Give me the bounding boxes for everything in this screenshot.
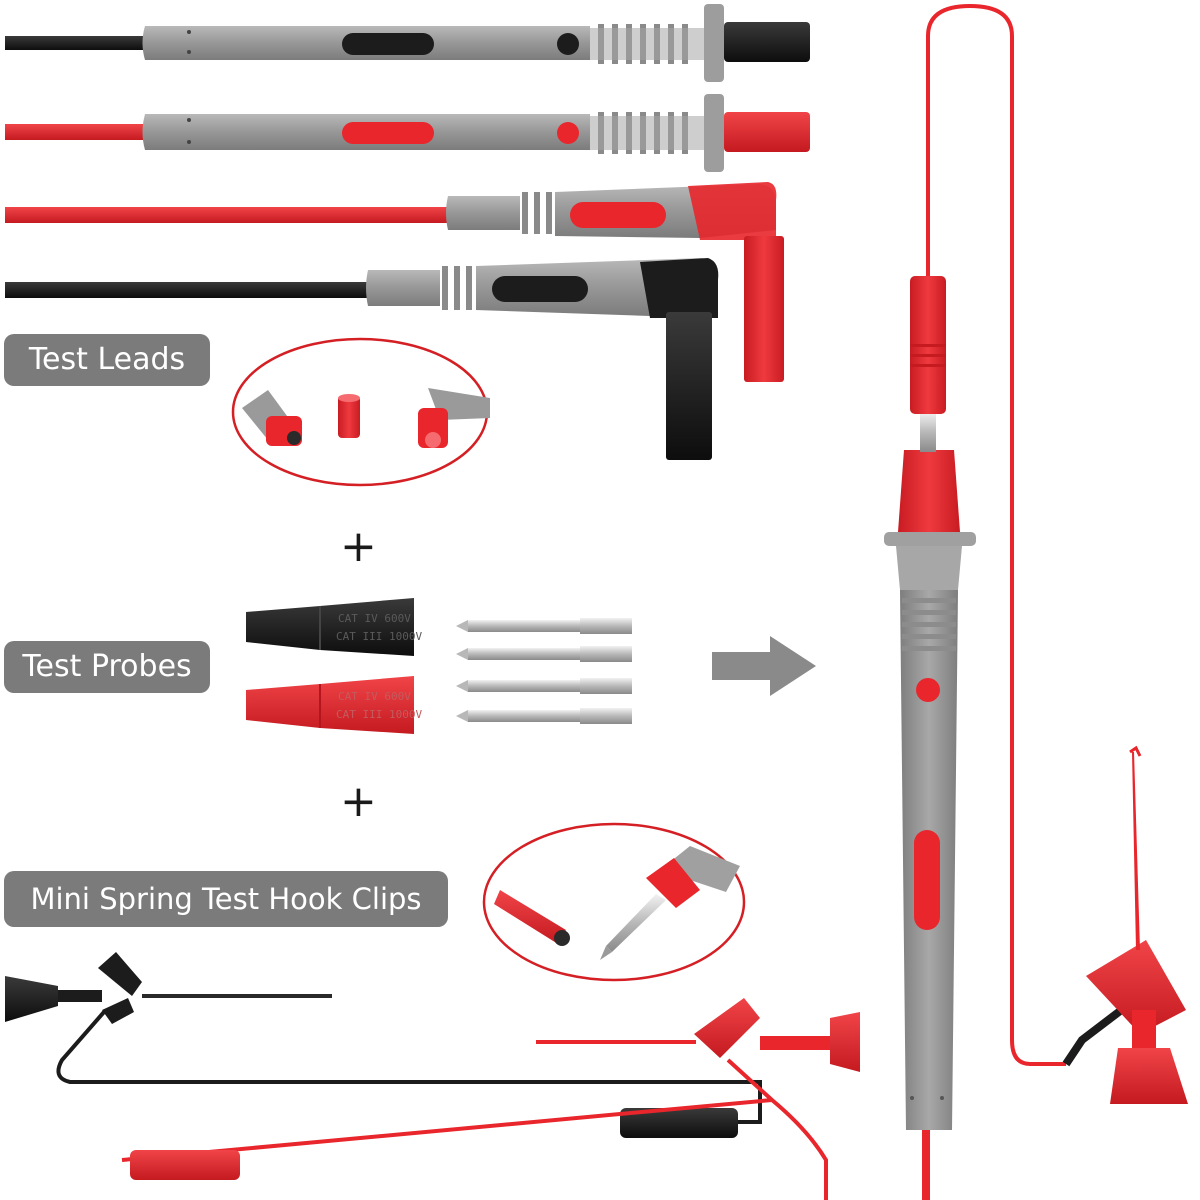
detail-oval-leads	[231, 337, 490, 487]
hook-clip-red	[121, 998, 860, 1200]
probe-marking-black-line1: CAT IV 600V	[338, 612, 411, 625]
plus-icon: +	[340, 521, 377, 572]
probe-marking-red-line1: CAT IV 600V	[338, 690, 411, 703]
probe-needles	[456, 618, 632, 724]
probe-marking-black-line2: CAT III 1000V	[336, 630, 422, 643]
test-lead-black-straight	[5, 4, 810, 82]
test-lead-red-angled	[5, 182, 784, 382]
probe-tip-covers: CAT IV 600V CAT III 1000V CAT IV 600V CA…	[246, 598, 422, 734]
probe-marking-red-line2: CAT III 1000V	[336, 708, 422, 721]
label-test-leads: Test Leads	[4, 334, 210, 386]
right-arrow-icon	[712, 636, 816, 696]
label-hook-clips: Mini Spring Test Hook Clips	[4, 871, 448, 927]
test-lead-red-straight	[5, 94, 810, 172]
detail-oval-clips	[482, 822, 746, 982]
hook-clip-black	[5, 952, 762, 1138]
plus-icon: +	[340, 776, 377, 827]
test-lead-black-angled	[5, 258, 719, 460]
label-test-probes: Test Probes	[4, 641, 210, 693]
assembled-probe	[884, 3, 1188, 1200]
